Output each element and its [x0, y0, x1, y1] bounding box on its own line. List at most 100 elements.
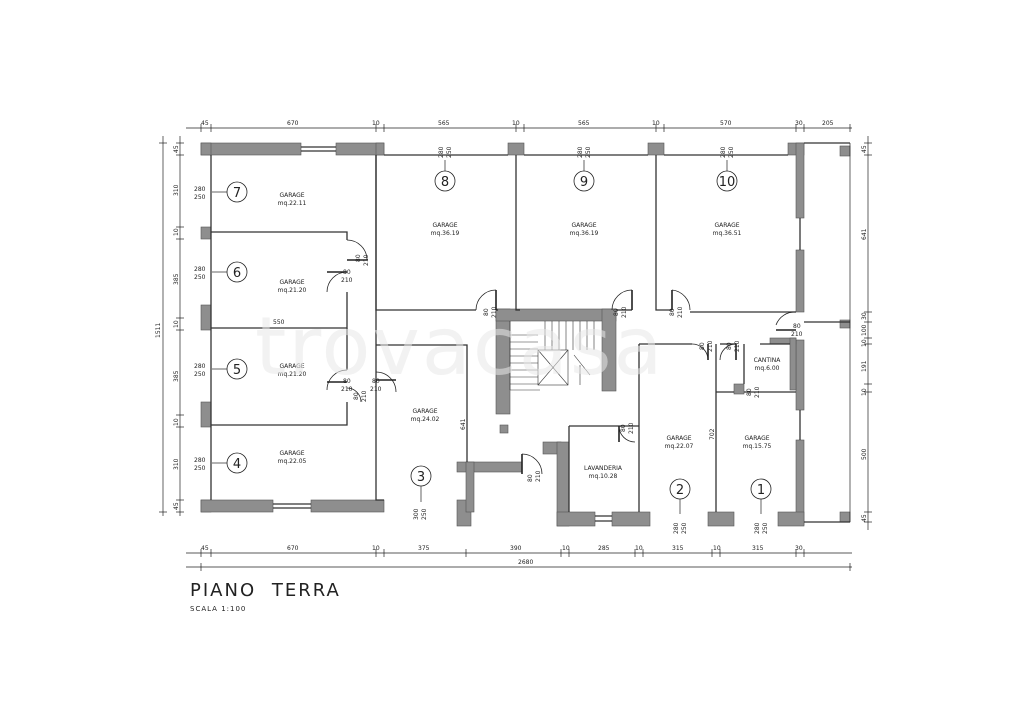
- partition: [375, 155, 476, 311]
- left-dim: 10: [173, 320, 180, 328]
- right-dim: 500: [861, 448, 868, 460]
- door-size: 210: [628, 422, 635, 434]
- wall: [795, 339, 805, 411]
- wall: [733, 383, 745, 395]
- door-size: 80: [620, 424, 627, 432]
- room-height: 280: [438, 146, 445, 158]
- door-arc: [346, 239, 368, 261]
- wall: [200, 304, 212, 331]
- door-size: 80: [353, 392, 360, 400]
- door-size: 80: [372, 378, 380, 385]
- right-dim: 191: [861, 360, 868, 372]
- wall: [647, 142, 665, 156]
- left-dim: 45: [173, 502, 180, 510]
- room-height: 250: [446, 146, 453, 158]
- wall: [200, 226, 212, 240]
- room-height: 250: [421, 508, 428, 520]
- room-area: mq.22.11: [278, 200, 307, 207]
- wall: [789, 337, 797, 391]
- walls: [200, 142, 851, 527]
- door-arc: [719, 343, 737, 361]
- wall: [200, 142, 212, 156]
- right-dim: 45: [861, 514, 868, 522]
- room-height: 250: [728, 146, 735, 158]
- room-height: 280: [720, 146, 727, 158]
- total-width: 2680: [518, 559, 533, 566]
- bottom-dim: 670: [287, 545, 299, 552]
- room-number: 9: [580, 175, 588, 190]
- inner-dimension: 641: [460, 418, 467, 430]
- right-dim: 10: [861, 388, 868, 396]
- room-name: GARAGE: [714, 222, 739, 229]
- room-height: 250: [762, 522, 769, 534]
- door-size: 80: [726, 342, 733, 350]
- door-arc: [775, 311, 797, 326]
- room-number: 4: [233, 457, 241, 472]
- left-dim: 45: [173, 145, 180, 153]
- bottom-dim: 45: [201, 545, 209, 552]
- left-dim: 385: [173, 370, 180, 382]
- room-height: 280: [577, 146, 584, 158]
- right-dim: 100: [861, 324, 868, 336]
- plan-scale: SCALA 1:100: [190, 605, 247, 613]
- right-dimension-line: [849, 136, 872, 530]
- wall: [200, 401, 212, 428]
- top-dim: 205: [822, 120, 834, 127]
- room-number: 7: [233, 186, 241, 201]
- inner-dimension: 550: [273, 319, 285, 326]
- wall: [839, 511, 851, 523]
- wall: [795, 249, 805, 313]
- partitions: [210, 142, 850, 523]
- wall: [375, 142, 385, 156]
- room-area: mq.36.19: [431, 230, 460, 237]
- room-height: 250: [194, 194, 206, 201]
- door-arc: [521, 453, 543, 475]
- door-size: 210: [363, 254, 370, 266]
- right-dim: 45: [861, 145, 868, 153]
- wall: [465, 461, 475, 513]
- top-dimension-line: [186, 124, 852, 132]
- wall: [777, 511, 805, 527]
- room-name: GARAGE: [744, 435, 769, 442]
- plan-title: PIANO TERRA: [190, 580, 341, 601]
- left-total: 1511: [155, 323, 162, 338]
- room-area: mq.36.51: [713, 230, 742, 237]
- top-dim: 10: [652, 120, 660, 127]
- door-size: 210: [621, 306, 628, 318]
- right-dim: 641: [861, 228, 868, 240]
- room-area: mq.21.20: [278, 371, 307, 378]
- left-dim: 385: [173, 273, 180, 285]
- door-size: 210: [734, 340, 741, 352]
- top-dim: 565: [438, 120, 450, 127]
- left-dim: 10: [173, 418, 180, 426]
- door-arc: [671, 289, 691, 311]
- door-size: 210: [361, 390, 368, 402]
- door-size: 210: [341, 277, 353, 284]
- left-dim: 10: [173, 228, 180, 236]
- wall: [611, 511, 651, 527]
- wall: [499, 424, 509, 434]
- wall: [707, 511, 735, 527]
- wall: [556, 511, 596, 527]
- room-height: 280: [194, 266, 206, 273]
- door-size: 210: [535, 470, 542, 482]
- door-size: 210: [754, 386, 761, 398]
- room-name: GARAGE: [279, 450, 304, 457]
- room-name: GARAGE: [279, 279, 304, 286]
- door-size: 80: [613, 308, 620, 316]
- door-arc: [346, 387, 362, 403]
- bottom-dim: 285: [598, 545, 610, 552]
- room-area: mq.10.28: [589, 473, 618, 480]
- door-size: 80: [699, 342, 706, 350]
- staircase: [509, 321, 595, 391]
- door-size: 210: [677, 306, 684, 318]
- wall: [839, 319, 851, 329]
- right-dim: 30: [861, 312, 868, 320]
- room-height: 250: [681, 522, 688, 534]
- doors: [326, 239, 797, 475]
- room-number: 1: [757, 483, 765, 498]
- door-size: 80: [483, 308, 490, 316]
- room-height: 280: [194, 457, 206, 464]
- inner-dimension: 702: [709, 428, 716, 440]
- room-height: 280: [194, 363, 206, 370]
